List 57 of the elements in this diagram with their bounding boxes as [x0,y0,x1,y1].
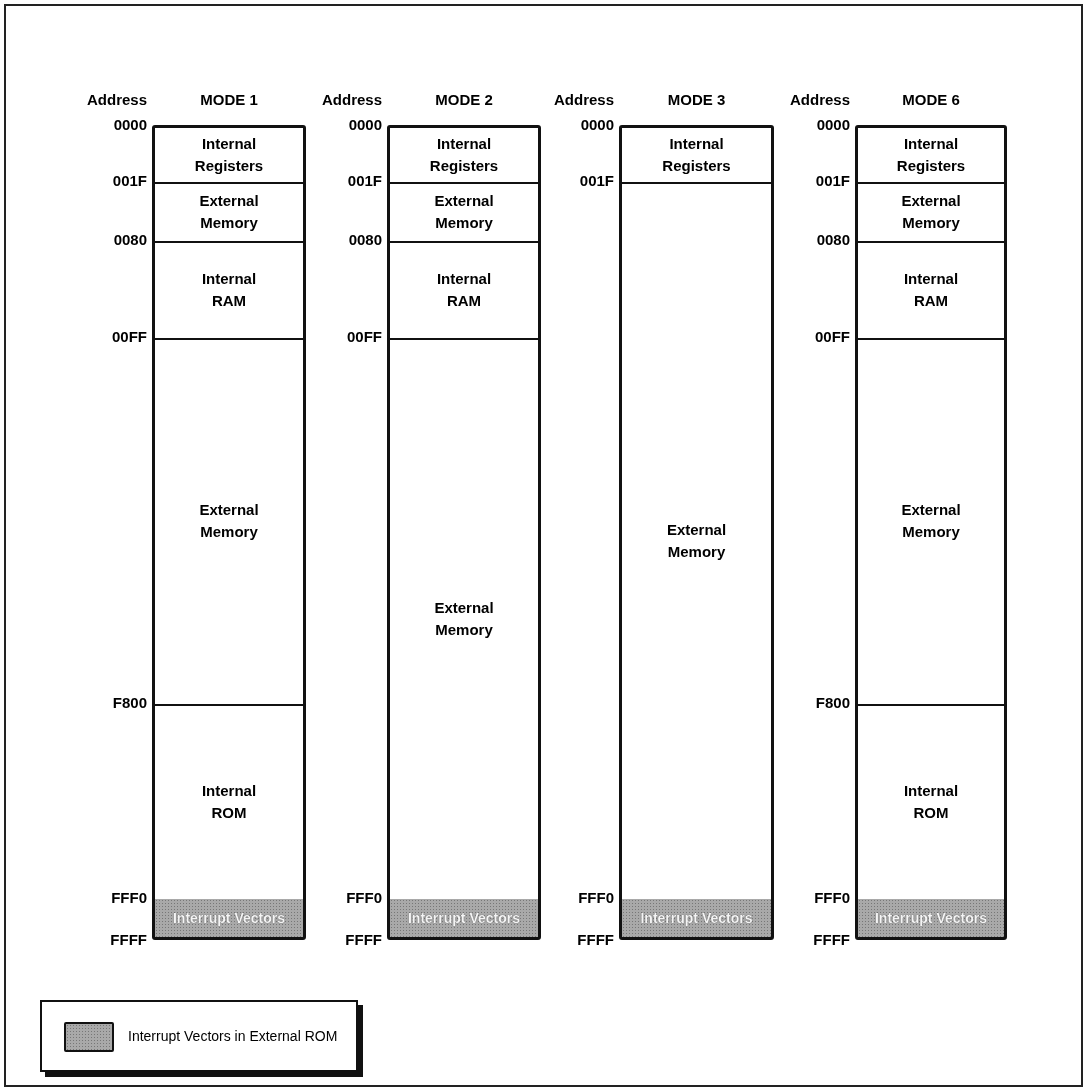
column-heading: MODE 3 [666,91,727,108]
address-label: 001F [579,172,614,189]
address-label: F800 [112,694,147,711]
column-heading: MODE 2 [434,91,494,108]
segment-label: Interrupt Vectors [173,908,285,928]
address-label: FFFF [577,931,614,948]
address-label: 0000 [113,116,147,133]
address-label: 0080 [816,231,850,248]
address-label: F800 [815,694,850,711]
segment-label: Internal RAM [200,268,258,311]
segment-label: Internal Registers [193,134,265,176]
segment-label: External Memory [900,500,962,542]
legend-text: Interrupt Vectors in External ROM [128,1028,338,1044]
segment-label: External Memory [900,190,962,233]
interrupt-vector-segment [390,899,538,937]
address-heading: Address [789,91,850,108]
address-label: 0000 [580,116,614,133]
segment-label: Interrupt Vectors [408,908,520,928]
address-label: 001F [112,172,147,189]
address-label: 00FF [112,328,147,345]
interrupt-vector-segment [155,899,303,937]
segment-label: Interrupt Vectors [875,908,987,928]
address-label: FFFF [110,931,147,948]
segment-label: Internal RAM [902,268,960,311]
address-label: 0080 [113,231,147,248]
segment-label: External Memory [198,500,260,542]
address-label: 001F [815,172,850,189]
address-heading: Address [86,91,147,108]
segment-label: Internal Registers [428,134,500,176]
address-heading: Address [321,91,382,108]
interrupt-vector-segment [858,899,1004,937]
address-label: 001F [347,172,382,189]
segment-label: Internal Registers [895,134,967,176]
address-label: FFF0 [346,889,382,906]
segment-label: External Memory [198,190,260,233]
segment-label: External Memory [665,519,728,562]
address-label: 00FF [815,328,850,345]
address-label: FFF0 [814,889,850,906]
address-label: FFF0 [578,889,614,906]
segment-label: Internal RAM [435,268,493,311]
address-label: 00FF [347,328,382,345]
segment-label: Interrupt Vectors [640,908,753,928]
column-heading: MODE 1 [199,91,259,108]
column-heading: MODE 6 [901,91,961,108]
address-label: FFF0 [111,889,147,906]
address-label: 0000 [348,116,382,133]
interrupt-vector-segment [622,899,771,937]
address-label: FFFF [813,931,850,948]
segment-label: Internal Registers [661,134,732,176]
address-label: 0000 [816,116,850,133]
address-label: FFFF [345,931,382,948]
segment-label: External Memory [433,597,495,640]
segment-label: Internal ROM [200,780,258,823]
address-heading: Address [553,91,614,108]
segment-label: Internal ROM [902,780,960,823]
address-label: 0080 [348,231,382,248]
segment-label: External Memory [433,190,495,233]
